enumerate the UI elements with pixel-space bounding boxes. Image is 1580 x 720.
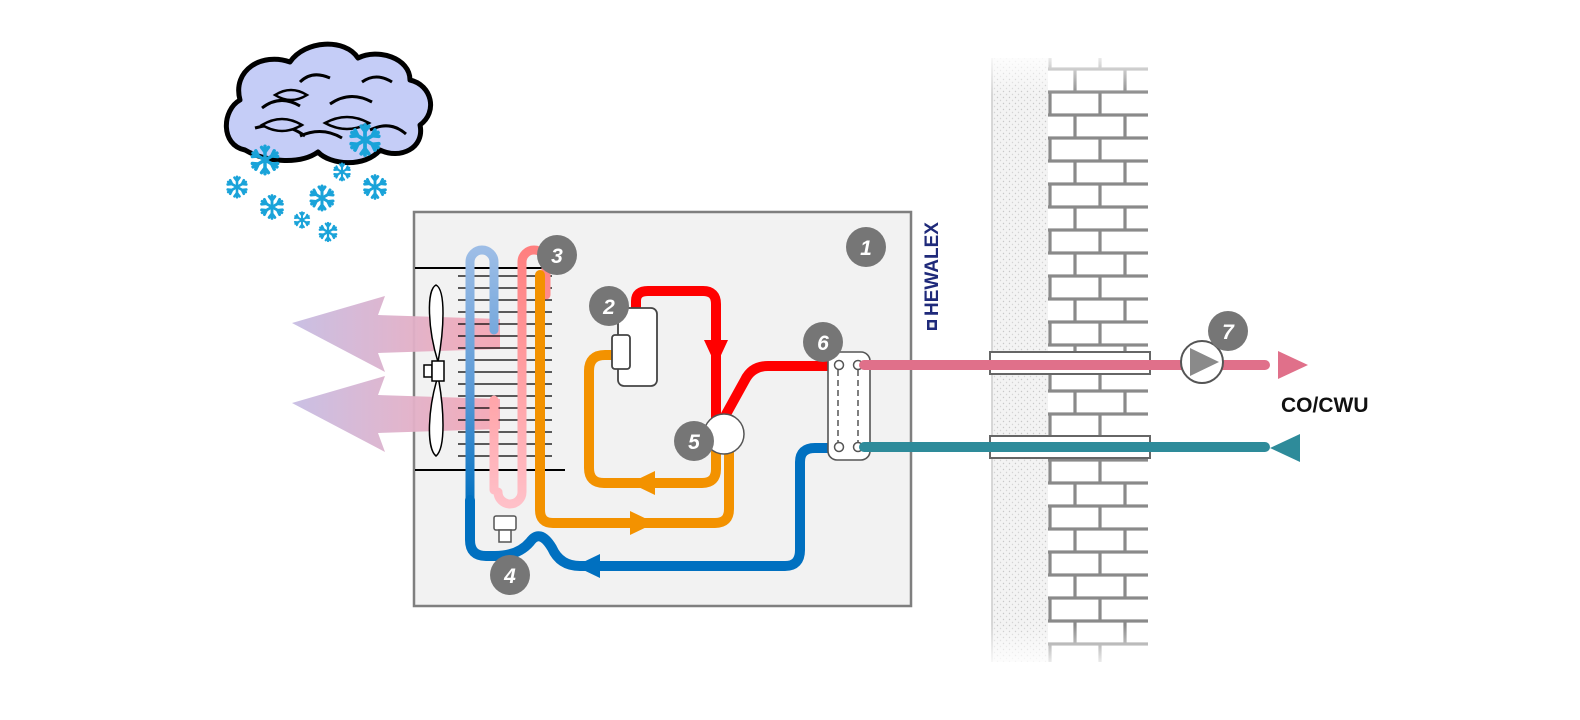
component-badge-3: 3 [537,235,577,275]
heat-exchanger-icon [827,351,871,461]
flow-arrow-liquid [575,554,600,578]
svg-text:1: 1 [860,237,872,260]
compressor-inlet-pipe [584,350,721,488]
component-badge-1: 1 [846,227,886,267]
return-arrow-icon [1270,434,1300,462]
component-badge-2: 2 [589,286,629,326]
svg-text:6: 6 [817,332,829,355]
liquid-line-pipe [465,443,841,571]
expansion-valve-icon [493,515,517,543]
snow-cloud-icon [223,41,433,166]
flow-arrow-suction [630,511,655,535]
component-badge-4: 4 [490,555,530,595]
circulation-pump-icon [1180,340,1224,384]
brand-logo: HEWALEX [922,222,943,330]
evaporator-coil-cold [465,245,499,510]
component-badge-6: 6 [803,322,843,362]
compressor-icon [611,307,658,387]
supply-arrow-icon [1278,351,1308,379]
svg-text:5: 5 [688,431,700,454]
brand-text: HEWALEX [922,222,943,316]
flow-arrow-discharge [704,340,728,366]
fan-icon [415,267,565,471]
svg-text:7: 7 [1222,321,1235,344]
component-badge-7: 7 [1208,311,1248,351]
svg-text:2: 2 [602,296,615,319]
air-flow-arrows [292,296,500,452]
svg-text:4: 4 [503,565,516,588]
output-label: CO/CWU [1281,394,1369,417]
flow-arrow-suction-2 [630,471,655,495]
svg-text:3: 3 [551,245,563,268]
component-badge-5: 5 [674,421,714,461]
